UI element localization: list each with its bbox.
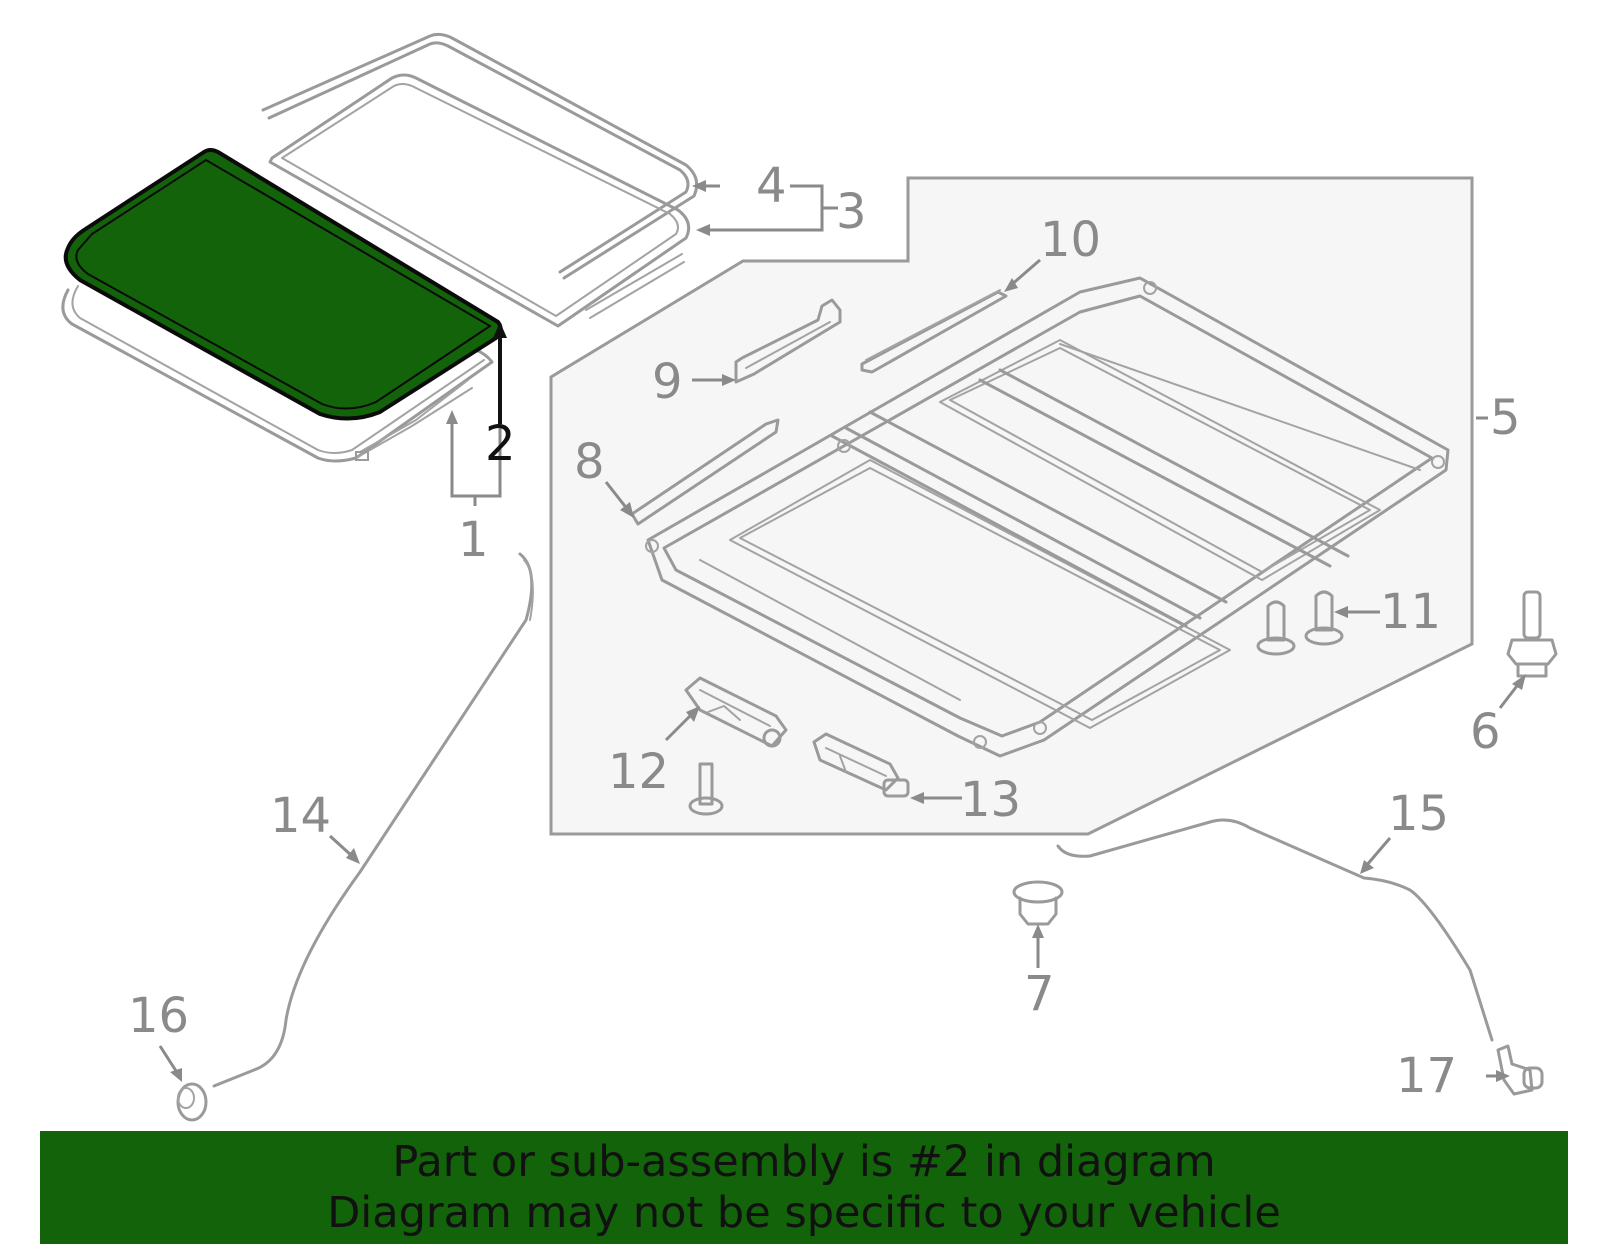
arrow-4 [692, 180, 706, 192]
leader-8 [604, 481, 630, 511]
part-9-bracket[interactable] [734, 298, 842, 384]
part-17-connector[interactable] [1496, 1044, 1544, 1096]
part-14-drain-hose[interactable] [212, 552, 534, 1088]
callout-15: 15 [1388, 786, 1449, 842]
arrow-9 [722, 374, 736, 386]
callout-11: 11 [1380, 584, 1441, 640]
arrow-12 [686, 706, 700, 722]
arrow-13 [910, 792, 924, 804]
callout-5: 5 [1490, 390, 1521, 446]
arrow-11 [1334, 606, 1348, 618]
callout-8: 8 [574, 434, 605, 490]
part-12-motor[interactable] [684, 676, 788, 816]
arrow-2 [493, 322, 507, 338]
arrow-17 [1496, 1070, 1510, 1082]
part-2-glass-panel[interactable] [63, 148, 503, 421]
arrow-15 [1360, 860, 1374, 874]
callout-1: 1 [458, 512, 489, 568]
leader-14 [328, 834, 354, 858]
callout-3: 3 [836, 184, 867, 240]
part-11-pins[interactable] [1256, 590, 1344, 656]
part-13-motor[interactable] [812, 732, 910, 798]
part-4-weatherstrip[interactable] [261, 32, 699, 280]
part-15-drain-hose[interactable] [1056, 818, 1494, 1042]
arrow-14 [346, 848, 360, 864]
part-3-seal[interactable] [268, 73, 691, 328]
arrow-6 [1512, 674, 1526, 690]
part-6-bolt[interactable] [1506, 590, 1558, 678]
arrow-1 [446, 410, 458, 424]
leader-16 [158, 1045, 180, 1075]
part-info-line: Part or sub-assembly is #2 in diagram [392, 1136, 1216, 1187]
callout-13: 13 [960, 772, 1021, 828]
arrow-16 [170, 1068, 182, 1082]
part-5-frame-assembly[interactable] [645, 276, 1450, 758]
callout-10: 10 [1040, 212, 1101, 268]
frame-subassembly-box [549, 176, 1474, 836]
callout-17: 17 [1396, 1048, 1457, 1104]
part-1-glass-tray[interactable] [61, 285, 494, 463]
leader-10 [1009, 258, 1041, 288]
arrow-8 [620, 502, 634, 518]
part-16-grommet[interactable] [176, 1082, 208, 1122]
part-10-strip[interactable] [860, 289, 1008, 374]
disclaimer-line: Diagram may not be specific to your vehi… [327, 1187, 1281, 1238]
callout-7: 7 [1024, 966, 1055, 1022]
arrow-7 [1032, 924, 1044, 938]
part-8-strip[interactable] [630, 418, 780, 526]
callout-4: 4 [756, 158, 787, 214]
callout-12: 12 [608, 744, 669, 800]
arrow-3 [696, 224, 710, 236]
leader-3 [706, 184, 838, 232]
callout-6: 6 [1470, 704, 1501, 760]
arrow-10 [1004, 278, 1018, 292]
callout-9: 9 [652, 354, 683, 410]
callout-14: 14 [270, 788, 331, 844]
leader-12 [664, 712, 694, 742]
callout-2: 2 [485, 416, 516, 472]
leader-15 [1364, 837, 1392, 867]
part-7-clip[interactable] [1012, 880, 1064, 926]
part-info-banner: Part or sub-assembly is #2 in diagram Di… [40, 1131, 1568, 1244]
callout-16: 16 [128, 988, 189, 1044]
